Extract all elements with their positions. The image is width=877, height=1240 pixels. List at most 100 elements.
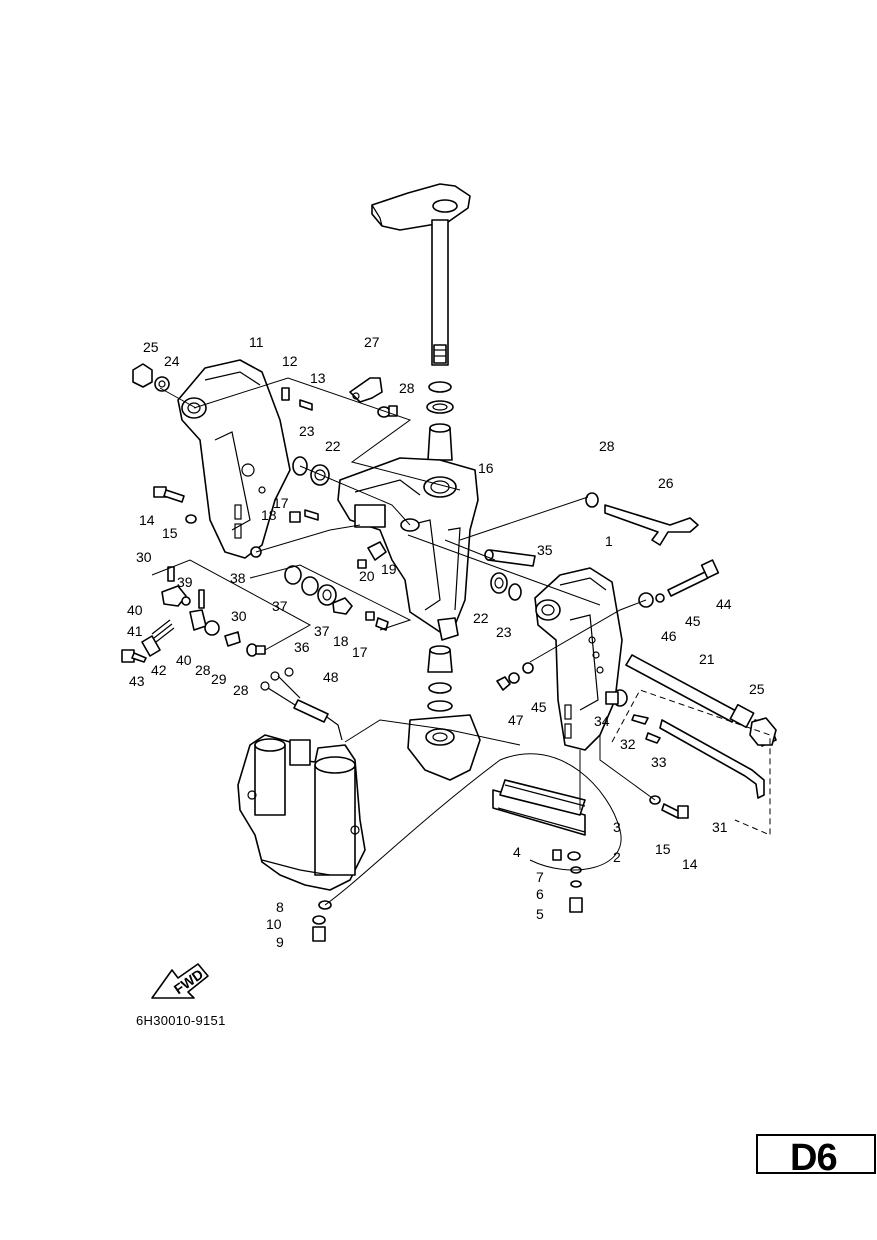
callout: 40 xyxy=(176,652,192,668)
callout: 4 xyxy=(513,844,521,860)
callout: 14 xyxy=(682,856,698,872)
callout: 18 xyxy=(333,633,349,649)
callout: 5 xyxy=(536,906,544,922)
power-trim-unit xyxy=(237,734,366,891)
callout: 17 xyxy=(273,495,289,511)
items-32-33 xyxy=(631,714,661,744)
page-label-box: D6 xyxy=(756,1134,876,1179)
item-12-13 xyxy=(281,387,313,411)
tilt-lever-26 xyxy=(585,492,699,546)
callout: 21 xyxy=(699,651,715,667)
callout: 10 xyxy=(266,916,282,932)
bolt-14-15-right xyxy=(649,795,689,819)
callout: 14 xyxy=(139,512,155,528)
callout: 28 xyxy=(195,662,211,678)
callout: 29 xyxy=(211,671,227,687)
right-clamp-bracket xyxy=(534,567,623,751)
callout: 9 xyxy=(276,934,284,950)
callout: 39 xyxy=(177,574,193,590)
tilt-rod-31 xyxy=(659,719,765,799)
callout: 46 xyxy=(661,628,677,644)
callout: 28 xyxy=(399,380,415,396)
callout: 25 xyxy=(749,681,765,697)
callout: 28 xyxy=(599,438,615,454)
items-8-9-10 xyxy=(312,900,332,942)
fwd-arrow-icon: FWD xyxy=(151,963,209,999)
callout: 44 xyxy=(716,596,732,612)
callout: 45 xyxy=(531,699,547,715)
callout: 25 xyxy=(143,339,159,355)
callout: 13 xyxy=(310,370,326,386)
lower-bushings xyxy=(427,645,453,712)
callout: 47 xyxy=(508,712,524,728)
callout: 2 xyxy=(613,849,621,865)
upper-bushings xyxy=(426,381,454,461)
callout: 37 xyxy=(272,598,288,614)
callout: 3 xyxy=(613,819,621,835)
callout: 18 xyxy=(261,507,277,523)
swivel-bracket xyxy=(337,457,479,641)
callout: 22 xyxy=(325,438,341,454)
spring-41 xyxy=(151,619,175,643)
item-28-top xyxy=(377,405,398,418)
steering-shaft xyxy=(431,219,449,366)
callout: 37 xyxy=(314,623,330,639)
callout: 27 xyxy=(364,334,380,350)
anode-plate xyxy=(492,779,586,836)
items-17-18-19-20-center xyxy=(357,541,389,631)
callout: 26 xyxy=(658,475,674,491)
document-code: 6H30010-9151 xyxy=(136,1013,226,1028)
callout: 16 xyxy=(478,460,494,476)
callout: 24 xyxy=(164,353,180,369)
callout: 30 xyxy=(136,549,152,565)
callout: 23 xyxy=(299,423,315,439)
items-28-29-lower xyxy=(204,620,266,657)
callout: 15 xyxy=(162,525,178,541)
callout: 22 xyxy=(473,610,489,626)
callout: 48 xyxy=(323,669,339,685)
callout: 19 xyxy=(381,561,397,577)
steering-arm xyxy=(371,183,471,231)
callout: 15 xyxy=(655,841,671,857)
callout: 35 xyxy=(537,542,553,558)
callout: 17 xyxy=(352,644,368,660)
callout: 38 xyxy=(230,570,246,586)
nut-25-right xyxy=(749,717,777,746)
callout: 31 xyxy=(712,819,728,835)
bolt-14-left xyxy=(153,486,197,524)
callout: 32 xyxy=(620,736,636,752)
left-clamp-bracket xyxy=(177,359,291,559)
items-45-47 xyxy=(496,662,534,691)
callout: 11 xyxy=(249,334,264,350)
callout-labels: 1 2 3 4 5 6 7 8 9 10 11 12 13 14 14 15 1… xyxy=(127,334,765,950)
items-4-5-6-7 xyxy=(552,849,583,913)
item-34 xyxy=(605,689,628,707)
callout: 33 xyxy=(651,754,667,770)
callout: 8 xyxy=(276,899,284,915)
items-30-39-40 xyxy=(161,566,207,631)
leader-lines xyxy=(151,377,656,906)
page-label: D6 xyxy=(790,1137,838,1179)
callout: 36 xyxy=(294,639,310,655)
callout: 20 xyxy=(359,568,375,584)
callout: 41 xyxy=(127,623,143,639)
callout: 1 xyxy=(605,533,613,549)
callout: 45 xyxy=(685,613,701,629)
pin-35 xyxy=(484,549,536,567)
items-42-43 xyxy=(121,635,161,663)
bushing-22-right xyxy=(490,572,522,601)
items-36-37 xyxy=(284,565,353,615)
callout: 43 xyxy=(129,673,145,689)
cable-48 xyxy=(260,667,343,741)
callout: 40 xyxy=(127,602,143,618)
nut-25-left xyxy=(132,363,170,392)
callout: 30 xyxy=(231,608,247,624)
items-17-18-left xyxy=(289,509,319,523)
callout: 12 xyxy=(282,353,298,369)
bolt-44 xyxy=(638,559,720,608)
callout: 28 xyxy=(233,682,249,698)
callout: 23 xyxy=(496,624,512,640)
lower-mount xyxy=(407,714,481,781)
callout: 6 xyxy=(536,886,544,902)
